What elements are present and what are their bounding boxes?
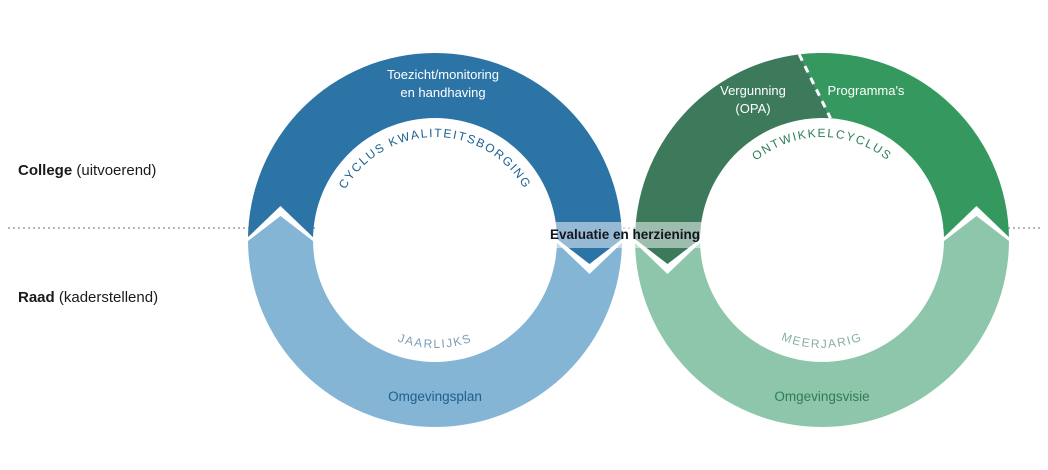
- right-cycle-bottom-half: [635, 240, 1009, 427]
- left-cycle-top-label: Toezicht/monitoring en handhaving: [387, 67, 499, 100]
- right-cycle-vergunning-label: Vergunning (OPA): [720, 83, 786, 116]
- right-cycle-curved-bottom-label: MEERJARIG: [780, 330, 864, 352]
- raad-role-label-rest: (kaderstellend): [54, 289, 159, 306]
- left-cycle-bottom-label: Omgevingsplan: [388, 389, 482, 404]
- left-cycle-up-arrow-icon: [248, 216, 313, 241]
- right-cycle-hole: [701, 119, 943, 361]
- raad-role-label-bold: Raad: [18, 289, 55, 306]
- right-cycle-segment-programmas: [799, 53, 1009, 240]
- left-cycle-top-half: [248, 53, 622, 240]
- college-role-label-bold: College: [18, 162, 73, 179]
- right-cycle-bottom-label: Omgevingsvisie: [774, 389, 870, 404]
- right-cycle-up-arrow-icon: [944, 216, 1009, 241]
- center-evaluation-label: Evaluatie en herziening: [540, 222, 710, 249]
- right-cycle-segment-vergunning: [635, 54, 831, 241]
- college-role-label: College (uitvoerend): [18, 162, 156, 179]
- raad-role-label: Raad (kaderstellend): [18, 289, 158, 306]
- right-cycle-programmas-label: Programma's: [827, 83, 905, 98]
- college-role-label-rest: (uitvoerend): [72, 162, 157, 179]
- left-cycle-bottom-half: [248, 240, 622, 427]
- left-cycle-curved-bottom-label: JAARLIJKS: [396, 331, 473, 351]
- left-cycle-hole: [314, 119, 556, 361]
